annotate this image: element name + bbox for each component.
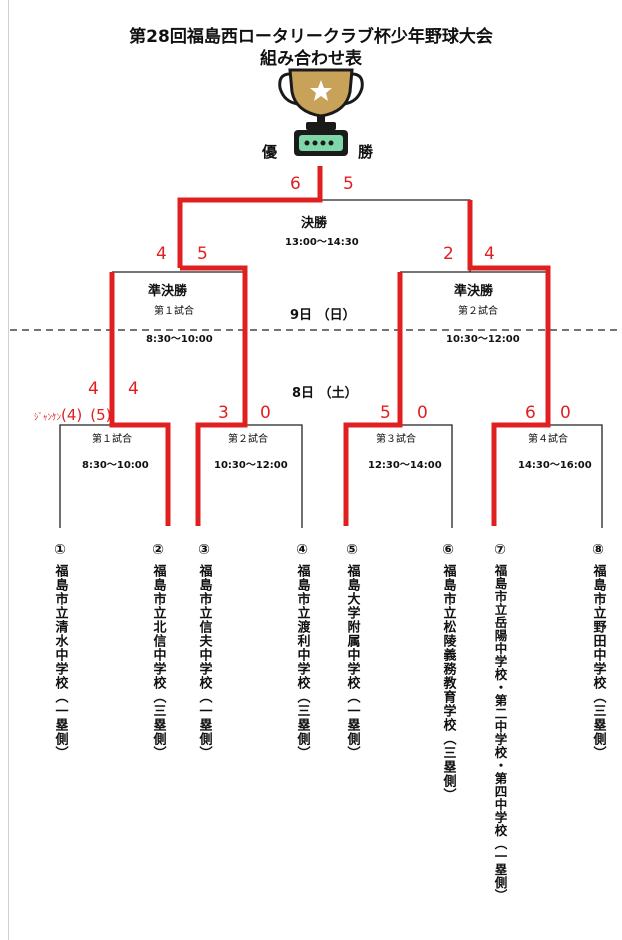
team-1: ① 福島市立清水中学校（一塁側） — [49, 542, 71, 760]
semi1-label: 準決勝 — [148, 284, 188, 299]
qf1-score-right: 4 — [128, 379, 139, 399]
team-name: 福島市立渡利中学校（三塁側） — [294, 564, 310, 760]
team-number: ② — [152, 542, 164, 558]
team-4: ④ 福島市立渡利中学校（三塁側） — [291, 542, 313, 760]
team-6: ⑥ 福島市立松陵義務教育学校（三塁側） — [437, 542, 459, 802]
janken-right: (5) — [90, 406, 112, 424]
team-name: 福島市立北信中学校（三塁側） — [150, 564, 166, 760]
team-number: ① — [54, 542, 66, 558]
qf3-score-left: 5 — [380, 403, 391, 423]
semi2-game: 第２試合 — [458, 306, 498, 317]
semi1-loser-path — [109, 272, 171, 526]
tournament-subtitle: 組み合わせ表 — [260, 49, 362, 69]
semi2-score-left: 2 — [443, 244, 454, 264]
final-score-right: 5 — [343, 174, 354, 194]
team-number: ⑦ — [494, 542, 506, 558]
semi1-time: 8:30～10:00 — [146, 334, 213, 345]
page-border — [8, 0, 9, 940]
team-3: ③ 福島市立信夫中学校（一塁側） — [193, 542, 215, 760]
team-7: ⑦ 福島市立岳陽中学校・第二中学校・第四中学校（一塁側） — [489, 542, 511, 902]
team-name: 福島大学附属中学校（一塁側） — [344, 564, 360, 760]
star-icon — [310, 80, 332, 101]
team-name: 福島市立信夫中学校（一塁側） — [196, 564, 212, 760]
champion-path — [177, 166, 323, 268]
champion-label-left: 優 — [262, 143, 278, 161]
qf1-game: 第１試合 — [92, 434, 132, 445]
qf4-game: 第４試合 — [528, 434, 568, 445]
qf1-janken: ｼﾞｬﾝｹﾝ(4) (5) — [34, 405, 112, 424]
semi1-game: 第１試合 — [154, 306, 194, 317]
qf3-game: 第３試合 — [376, 434, 416, 445]
final-label: 決勝 — [301, 216, 328, 231]
team-name: 福島市立岳陽中学校・第二中学校・第四中学校（一塁側） — [492, 564, 508, 902]
semi2-winner-path — [467, 200, 551, 526]
semi2-time: 10:30～12:00 — [446, 334, 520, 345]
semi2-loser-path — [343, 272, 403, 526]
qf2-score-left: 3 — [218, 403, 229, 423]
qf1-time: 8:30～10:00 — [82, 460, 149, 471]
team-5: ⑤ 福島大学附属中学校（一塁側） — [341, 542, 363, 760]
team-8: ⑧ 福島市立野田中学校（三塁側） — [587, 542, 609, 760]
semi2-label: 準決勝 — [454, 284, 494, 299]
team-number: ④ — [296, 542, 308, 558]
qf1-score-left: 4 — [88, 379, 99, 399]
team-number: ⑧ — [592, 542, 604, 558]
qf3-score-right: 0 — [417, 403, 428, 423]
final-time: 13:00～14:30 — [285, 237, 359, 248]
qf2-score-right: 0 — [260, 403, 271, 423]
tournament-title: 第28回福島西ロータリークラブ杯少年野球大会 — [129, 27, 493, 47]
semi1-score-left: 4 — [156, 244, 167, 264]
qf2-time: 10:30～12:00 — [214, 460, 288, 471]
semi1-score-right: 5 — [197, 244, 208, 264]
janken-prefix: ｼﾞｬﾝｹﾝ — [34, 413, 62, 423]
qf3-time: 12:30～14:00 — [368, 460, 442, 471]
team-number: ⑥ — [442, 542, 454, 558]
team-2: ② 福島市立北信中学校（三塁側） — [147, 542, 169, 760]
qf4-score-right: 0 — [560, 403, 571, 423]
day8-label: 8日 （土） — [292, 386, 358, 401]
team-number: ③ — [198, 542, 210, 558]
janken-left: (4) — [61, 406, 83, 424]
semi1-winner-path — [180, 265, 248, 526]
day9-label: 9日 （日） — [290, 308, 356, 323]
qf4-score-left: 6 — [525, 403, 536, 423]
semi2-score-right: 4 — [484, 244, 495, 264]
team-name: 福島市立野田中学校（三塁側） — [590, 564, 606, 760]
qf4-time: 14:30～16:00 — [518, 460, 592, 471]
final-score-left: 6 — [290, 174, 301, 194]
qf2-game: 第２試合 — [228, 434, 268, 445]
champion-label-right: 勝 — [358, 143, 374, 161]
team-name: 福島市立松陵義務教育学校（三塁側） — [440, 564, 456, 802]
trophy-icon — [278, 68, 364, 156]
team-name: 福島市立清水中学校（一塁側） — [52, 564, 68, 760]
team-number: ⑤ — [346, 542, 358, 558]
